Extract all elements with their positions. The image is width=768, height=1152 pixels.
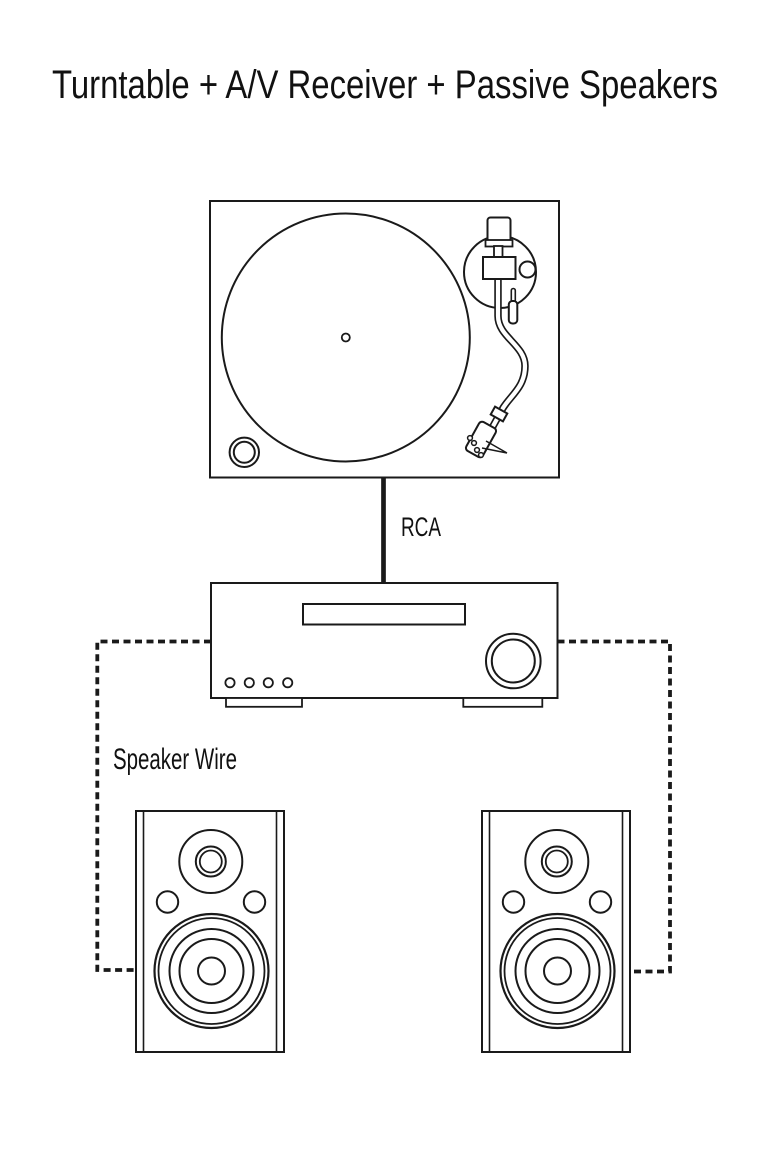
tonearm-icon [463,216,537,459]
av-receiver-icon [210,582,559,708]
page-title: Turntable + A/V Receiver + Passive Speak… [52,63,718,107]
passive-speaker-left-icon [134,809,286,1054]
speaker-wire-left [95,639,211,972]
bearing-block [482,256,517,280]
passive-speaker-right-icon [480,809,632,1054]
volume-knob-icon [485,632,542,690]
turntable-icon [209,200,560,479]
speaker-wire-right [557,639,672,974]
armrest-clip [507,300,519,325]
receiver-foot-left [225,697,303,708]
headshell-icon [464,420,498,459]
speaker-wire-label: Speaker Wire [113,743,237,776]
receiver-foot-right [462,697,544,708]
cartridge-terminals [466,434,485,459]
tonearm-collar [489,405,509,423]
speed-knob-icon [228,436,261,468]
rca-label: RCA [401,512,441,542]
turntable-platter [220,212,471,463]
counterweight-icon [486,216,512,243]
receiver-display [302,603,466,626]
turntable-spindle [340,332,351,343]
antiskate-dial-icon [518,260,537,279]
receiver-buttons [224,677,294,689]
stylus-icon [481,440,508,454]
